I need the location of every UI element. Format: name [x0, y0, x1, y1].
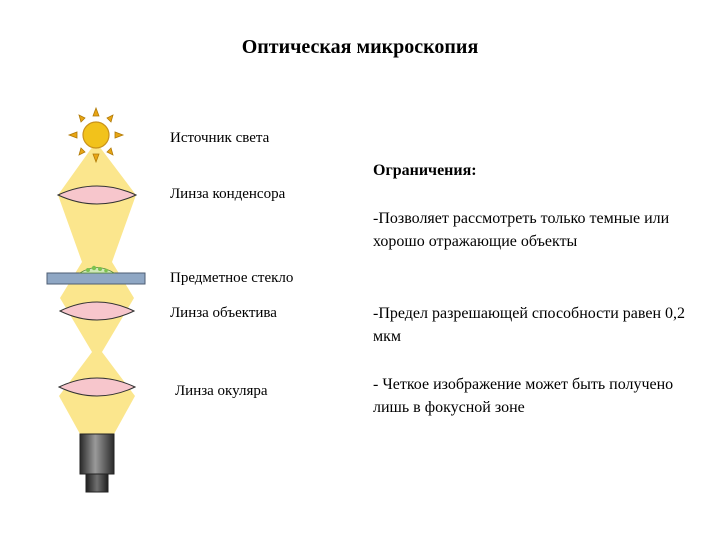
condenser-lens-icon [56, 185, 138, 205]
limitation-item-1: -Позволяет рассмотреть только темные или… [373, 210, 670, 250]
page-title: Оптическая микроскопия [241, 36, 479, 58]
objective-lens-icon [58, 301, 136, 321]
label-eyepiece-lens: Линза окуляра [175, 383, 268, 399]
label-objective-lens: Линза объектива [170, 305, 277, 321]
slide-icon [46, 265, 146, 285]
sun-icon [67, 106, 125, 164]
label-slide: Предметное стекло [170, 270, 294, 286]
eyepiece-lens-icon [57, 377, 137, 397]
limitations-heading: Ограничения: [373, 162, 477, 179]
limitation-item-3: - Четкое изображение может быть получено… [373, 376, 674, 416]
label-light-source: Источник света [170, 130, 270, 146]
label-condenser-lens: Линза конденсора [170, 186, 286, 202]
eyepiece-icon [79, 433, 115, 493]
limitation-item-2: -Предел разрешающей способности равен 0,… [373, 305, 686, 345]
